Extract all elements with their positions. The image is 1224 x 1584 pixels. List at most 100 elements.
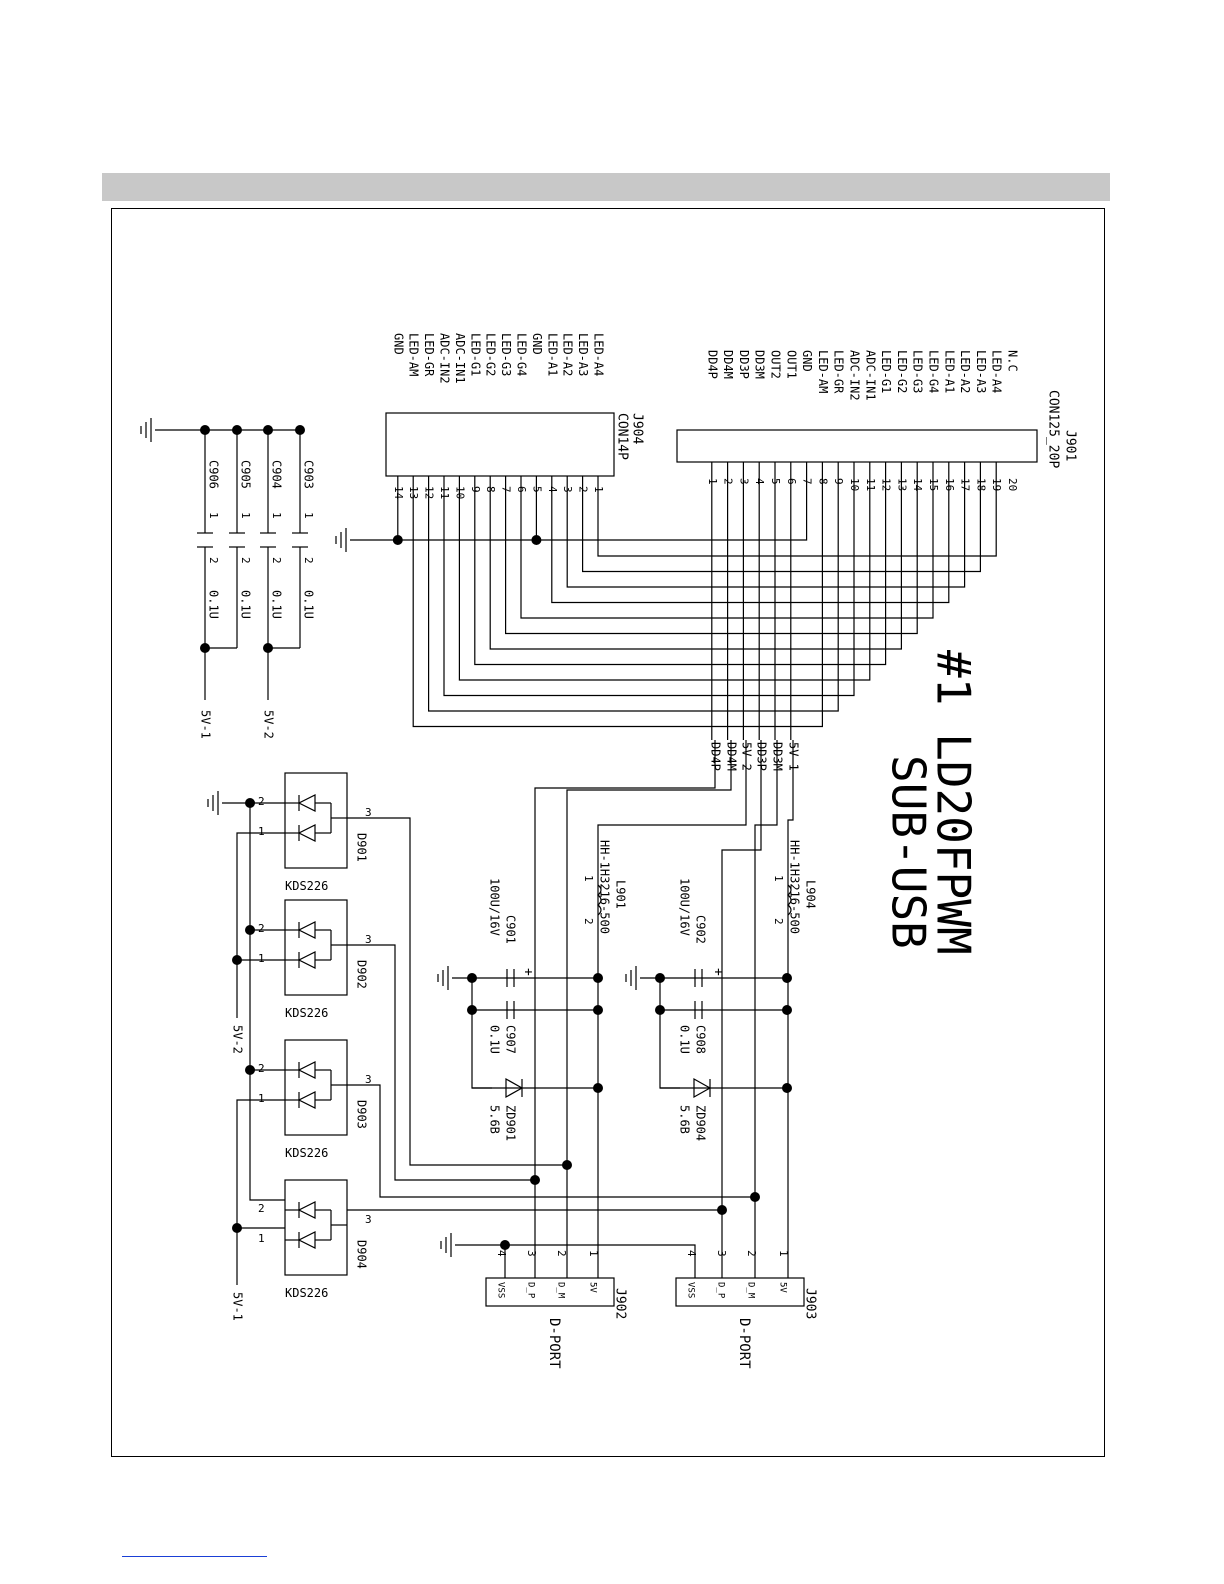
j903-pin-label: D_P bbox=[716, 1282, 726, 1299]
junction-dot bbox=[500, 1240, 510, 1250]
diode-wire bbox=[249, 930, 285, 1071]
cap-pin: 1 bbox=[302, 512, 315, 519]
cap-value: 0.1U bbox=[239, 590, 253, 619]
j904-pin-number: 10 bbox=[453, 486, 466, 499]
cap-value: 0.1U bbox=[302, 590, 316, 619]
bus-wire bbox=[581, 462, 982, 573]
diode-part: KDS226 bbox=[285, 1006, 328, 1020]
junction-dot bbox=[263, 425, 273, 435]
bus-to-port bbox=[597, 740, 747, 1278]
j903-pin-label: VSS bbox=[686, 1282, 696, 1298]
junction-dot bbox=[655, 1005, 665, 1015]
diode-package bbox=[284, 1039, 348, 1136]
j902-pin-number: 4 bbox=[495, 1250, 508, 1257]
j904-pin-number: 12 bbox=[423, 486, 436, 499]
j903-pin-number: 3 bbox=[715, 1250, 728, 1257]
diode-pin: 1 bbox=[258, 952, 265, 965]
j903-name: D-PORT bbox=[736, 1318, 752, 1369]
j901-ref: J901 bbox=[1063, 430, 1078, 461]
j901-body bbox=[676, 429, 1038, 463]
cap-ref: C906 bbox=[207, 460, 221, 489]
diode-pin: 3 bbox=[365, 1073, 372, 1086]
bus-wire bbox=[566, 462, 966, 588]
j901-pin-number: 9 bbox=[832, 478, 845, 485]
diode-package bbox=[284, 772, 348, 869]
j904-pin-number: 13 bbox=[407, 486, 420, 499]
junction-dot bbox=[782, 1083, 792, 1093]
j904-signal-label: LED-G1 bbox=[468, 333, 482, 376]
j901-pin-number: 17 bbox=[959, 478, 972, 491]
j901-signal-label: GND bbox=[800, 350, 814, 372]
cap-pin: 2 bbox=[302, 557, 315, 564]
inductor-coil bbox=[597, 884, 602, 916]
diode-triangle bbox=[297, 824, 316, 842]
j901-pin-number: 15 bbox=[927, 478, 940, 491]
junction-dot bbox=[782, 1005, 792, 1015]
j901-pin-number: 7 bbox=[801, 478, 814, 485]
j902-pin-label: D_M bbox=[556, 1282, 566, 1299]
bus-net-label: DD3M bbox=[771, 742, 785, 771]
schematic-frame bbox=[111, 208, 1105, 1457]
j904-pin-number: 8 bbox=[484, 486, 497, 493]
filter-l-pin: 1 bbox=[772, 875, 785, 882]
cap-ref: C904 bbox=[270, 460, 284, 489]
vss-wire bbox=[505, 1244, 696, 1278]
junction-dot bbox=[200, 643, 210, 653]
bus-net-label: DD4M bbox=[725, 742, 739, 771]
j903-pin-label: D_M bbox=[746, 1282, 756, 1299]
diode-wire bbox=[236, 1099, 285, 1229]
j904-signal-label: LED-GR bbox=[422, 333, 436, 377]
junction-dot bbox=[467, 1005, 477, 1015]
j901-signal-label: OUT1 bbox=[784, 350, 798, 379]
j903-body bbox=[675, 1277, 805, 1307]
diode-out-wire bbox=[347, 944, 535, 1181]
j903-pin-number: 1 bbox=[777, 1250, 790, 1257]
cap-ref: C905 bbox=[239, 460, 253, 489]
j904-pin-number: 9 bbox=[469, 486, 482, 493]
bus-wire bbox=[474, 462, 887, 666]
j903-pin-label: 5V bbox=[778, 1282, 788, 1293]
junction-dot bbox=[782, 973, 792, 983]
cap-ref: C903 bbox=[302, 460, 316, 489]
bus-wire bbox=[458, 462, 871, 681]
j904-signal-label: LED-A1 bbox=[545, 333, 559, 376]
j901-pin-number: 3 bbox=[737, 478, 750, 485]
j904-signal-label: GND bbox=[530, 333, 544, 355]
diode-pin: 3 bbox=[365, 1213, 372, 1226]
j901-pin-number: 18 bbox=[974, 478, 987, 491]
diode-pin: 1 bbox=[258, 1092, 265, 1105]
junctions bbox=[200, 425, 792, 1250]
junction-dot bbox=[245, 925, 255, 935]
j901-signal-label: LED-G4 bbox=[927, 350, 941, 393]
cap-pin: 2 bbox=[207, 557, 220, 564]
diode-pin: 3 bbox=[365, 806, 372, 819]
j901-pin-number: 19 bbox=[990, 478, 1003, 491]
j902-ref: J902 bbox=[613, 1288, 628, 1319]
bus-net-label: DD4P bbox=[709, 742, 723, 771]
zener-ref: ZD904 bbox=[694, 1105, 708, 1141]
filter-wire bbox=[659, 1010, 680, 1089]
j904-signal-label: ADC-IN1 bbox=[453, 333, 467, 384]
j904-ref: J904 bbox=[630, 413, 645, 444]
cap-value: 0.1U bbox=[207, 590, 221, 619]
bus-wire bbox=[551, 462, 950, 604]
junction-dot bbox=[245, 798, 255, 808]
junction-dot bbox=[530, 1175, 540, 1185]
j904-pin-number: 5 bbox=[530, 486, 543, 493]
junction-dot bbox=[531, 535, 542, 545]
j901-pin-number: 5 bbox=[769, 478, 782, 485]
diode-ref: D904 bbox=[355, 1240, 369, 1269]
bus-wire bbox=[597, 462, 997, 557]
j901-signal-label: OUT2 bbox=[769, 350, 783, 379]
diode-part: KDS226 bbox=[285, 879, 328, 893]
cap-pin: 1 bbox=[239, 512, 252, 519]
j901-pin-number: 4 bbox=[753, 478, 766, 485]
j901-pin-number: 6 bbox=[785, 478, 798, 485]
diode-package bbox=[284, 1179, 348, 1276]
j901-signal-label: LED-G1 bbox=[879, 350, 893, 393]
diode-pin: 1 bbox=[258, 825, 265, 838]
filter-cap-value: 0.1U bbox=[678, 1025, 692, 1054]
j901-pin-number: 10 bbox=[848, 478, 861, 491]
j902-pin-label: 5V bbox=[588, 1282, 598, 1293]
